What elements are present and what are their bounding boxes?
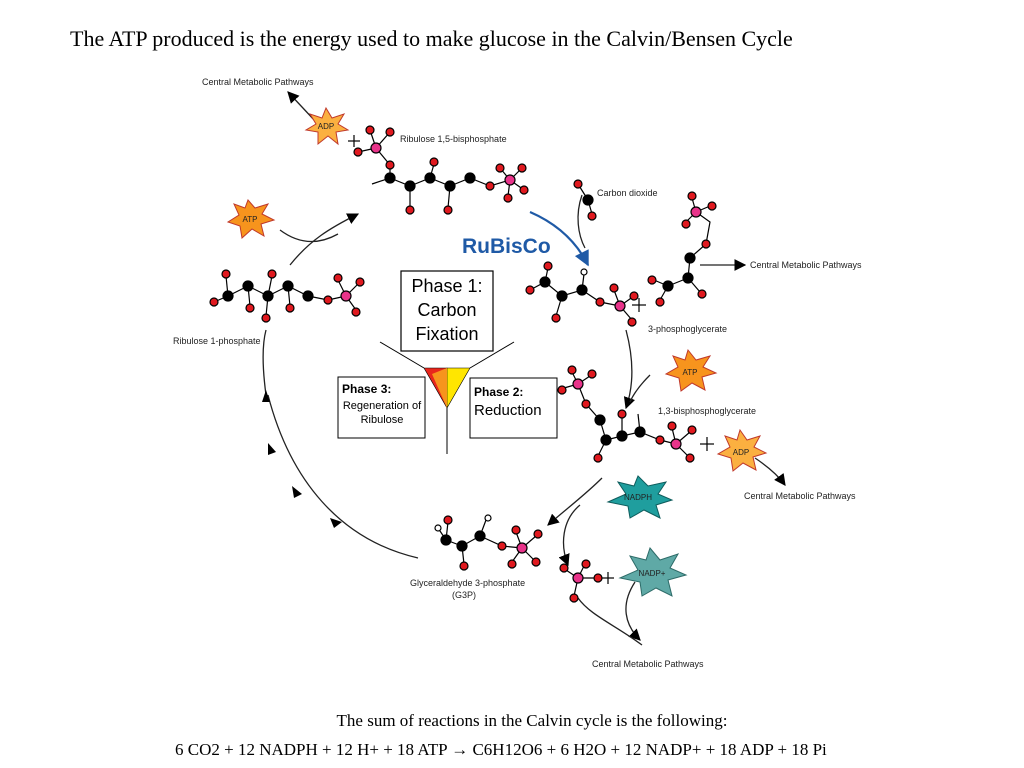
svg-text:Phase 2:: Phase 2: — [474, 385, 523, 399]
atp-star-right: ATP — [664, 348, 718, 392]
svg-text:Carbon: Carbon — [417, 300, 476, 320]
label-cmp-bottom: Central Metabolic Pathways — [592, 659, 704, 669]
rubisco-label: RuBisCo — [462, 235, 551, 258]
phase2-box: Phase 2: Reduction — [469, 377, 558, 439]
label-g3p: Glyceraldehyde 3-phosphate — [410, 578, 525, 588]
summary-intro: The sum of reactions in the Calvin cycle… — [336, 711, 728, 730]
svg-text:NADP+: NADP+ — [639, 569, 666, 578]
label-cmp-right: Central Metabolic Pathways — [750, 260, 862, 270]
molecule-rubp — [353, 125, 529, 215]
label-cmp-top: Central Metabolic Pathways — [202, 77, 314, 87]
loop-arrowheads — [262, 390, 342, 528]
label-cmp-adp: Central Metabolic Pathways — [744, 491, 856, 501]
phase3-box: Phase 3: Regeneration of Ribulose — [337, 376, 426, 439]
svg-text:ADP: ADP — [318, 122, 334, 131]
label-bpg: 1,3-bisphosphoglycerate — [658, 406, 756, 416]
label-rubp: Ribulose 1,5-bisphosphate — [400, 134, 507, 144]
atp-star-left: ATP — [226, 199, 276, 239]
label-3pg: 3-phosphoglycerate — [648, 324, 727, 334]
svg-text:NADPH: NADPH — [624, 493, 652, 502]
svg-text:ADP: ADP — [733, 448, 749, 457]
molecule-bpg — [557, 365, 697, 463]
phase1-box: Phase 1: Carbon Fixation — [400, 270, 494, 352]
adp-star-top: ADP — [304, 106, 350, 146]
slide-title: The ATP produced is the energy used to m… — [70, 26, 793, 51]
summary-equation: 6 CO2 + 12 NADPH + 12 H+ + 18 ATP → C6H1… — [175, 740, 827, 759]
label-ru5p: Ribulose 1-phosphate — [173, 336, 261, 346]
molecule-3pg-left — [525, 261, 639, 327]
nadph-star: NADPH — [606, 475, 674, 519]
svg-text:Ribulose: Ribulose — [361, 414, 404, 426]
label-co2: Carbon dioxide — [597, 188, 658, 198]
cycle-arrows — [262, 91, 786, 646]
svg-text:Regeneration of: Regeneration of — [343, 400, 422, 412]
nadp-star: NADP+ — [618, 546, 688, 597]
molecule-g3p — [434, 514, 543, 571]
molecule-ru5p — [209, 269, 365, 323]
plus-signs — [348, 135, 714, 584]
svg-text:Phase 1:: Phase 1: — [411, 276, 482, 296]
molecule-pi — [559, 559, 603, 603]
phase-funnel — [379, 341, 515, 454]
svg-text:Phase 3:: Phase 3: — [342, 382, 391, 396]
label-g3p-abbr: (G3P) — [452, 590, 476, 600]
svg-text:ATP: ATP — [243, 215, 258, 224]
molecule-co2 — [573, 179, 597, 221]
svg-text:Fixation: Fixation — [415, 324, 478, 344]
adp-star-right: ADP — [716, 428, 768, 472]
svg-text:Reduction: Reduction — [474, 402, 542, 419]
svg-text:ATP: ATP — [683, 368, 698, 377]
molecule-3pg-right — [647, 191, 717, 307]
